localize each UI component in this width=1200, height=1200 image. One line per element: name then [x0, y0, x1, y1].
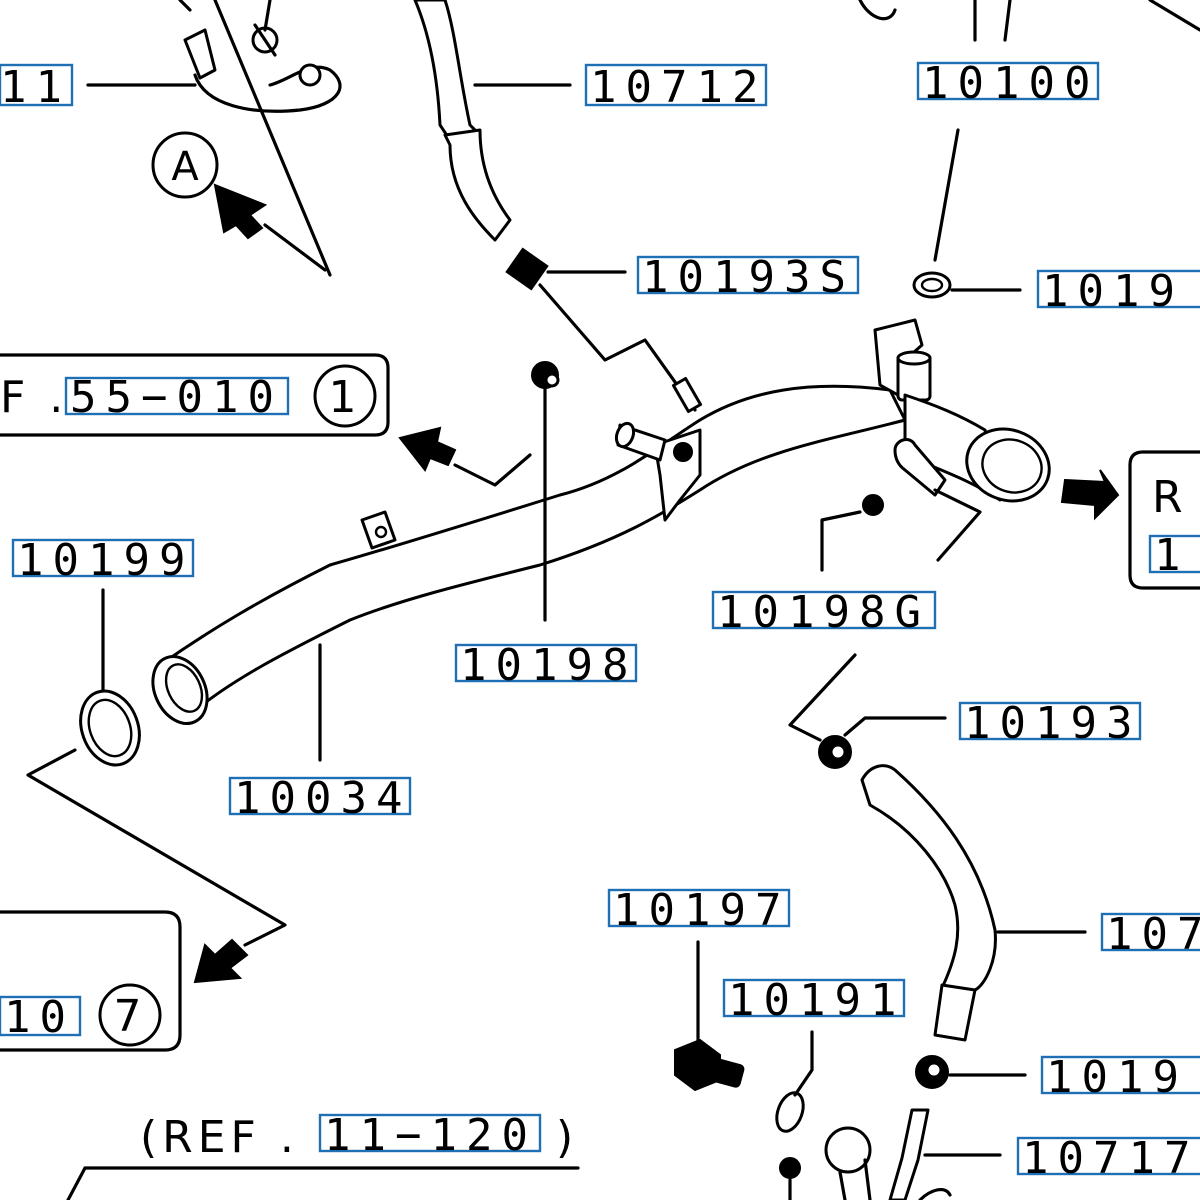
part-number-10191: 10191 — [728, 975, 905, 1026]
ref-55-number: 55−010 — [70, 372, 283, 423]
label-10193[interactable]: 10193 — [958, 698, 1142, 749]
hose-107-lower — [860, 764, 1087, 1042]
right-ref-letters: R — [1152, 472, 1188, 523]
part-number-10717: 10717 — [1022, 1133, 1199, 1184]
label-10198[interactable]: 10198 — [454, 640, 638, 691]
right-ref-frame[interactable]: R 1 — [1128, 450, 1200, 590]
top-right-parts — [858, 0, 1200, 262]
label-10100[interactable]: 10100 — [916, 58, 1100, 109]
label-10191[interactable]: 10191 — [722, 975, 906, 1026]
callout-a: A — [151, 131, 327, 272]
label-10197[interactable]: 10197 — [607, 885, 791, 936]
label-10712[interactable]: 10712 — [584, 62, 768, 113]
ref-10-circle-number: 7 — [114, 991, 147, 1042]
ref-55-010-frame[interactable]: F . 55−010 1 — [0, 353, 390, 437]
arrow-ref-55 — [398, 426, 532, 487]
clamp-1019x — [915, 1055, 1027, 1089]
label-10199[interactable]: 10199 — [11, 535, 195, 586]
part-number-107: 107 — [1106, 909, 1200, 960]
hose-10712 — [413, 0, 572, 242]
ref-10-number: 10 — [4, 992, 75, 1043]
ref-11-open: (REF . — [140, 1112, 299, 1163]
pipe-10717 — [888, 1108, 1002, 1200]
label-10198g[interactable]: 10198G — [711, 587, 937, 638]
bolt-10198 — [531, 361, 560, 622]
ref-11-number: 11−120 — [324, 1110, 537, 1161]
part-number-10193: 10193 — [964, 698, 1141, 749]
clamp-10193s — [505, 247, 703, 413]
part-number-10193s: 10193S — [642, 252, 855, 303]
part-number-10034: 10034 — [234, 773, 411, 824]
washer-10191 — [775, 1030, 872, 1200]
part-number-1019-top: 1019 — [1042, 266, 1184, 317]
callout-a-letter: A — [171, 144, 199, 190]
right-ref-number: 1 — [1154, 530, 1190, 581]
ref-11-close: ) — [556, 1112, 578, 1163]
label-10193s[interactable]: 10193S — [636, 252, 860, 303]
part-number-10198g: 10198G — [717, 587, 930, 638]
part-number-10712: 10712 — [590, 62, 767, 113]
arrow-ref-10 — [193, 938, 249, 984]
oring-10199-top — [912, 271, 1022, 299]
arrow-right-ref — [1060, 469, 1120, 521]
main-pipe-10034 — [151, 318, 1051, 762]
label-107-lower[interactable]: 107 — [1100, 909, 1200, 960]
part-number-10198: 10198 — [460, 640, 637, 691]
ref-10-frame[interactable]: 10 7 — [0, 910, 182, 1052]
ref-55-circle-number: 1 — [329, 372, 362, 423]
bolt-10198g — [788, 488, 982, 742]
label-10711[interactable]: 11 — [0, 62, 197, 113]
oring-10199-left — [26, 588, 287, 947]
part-number-10100: 10100 — [922, 58, 1099, 109]
label-10199-top[interactable]: 1019 — [1036, 266, 1200, 317]
clamp-10193 — [818, 716, 947, 769]
label-1019x[interactable]: 1019 — [1040, 1052, 1200, 1103]
bolt-10197 — [674, 940, 745, 1092]
ref-55-prefix: F . — [0, 372, 68, 423]
ref-11-120[interactable]: (REF . 11−120 ) — [66, 1110, 580, 1200]
label-10034[interactable]: 10034 — [228, 773, 412, 824]
top-left-assembly — [178, 0, 342, 277]
part-number-1019: 1019 — [1046, 1052, 1188, 1103]
part-number-10199: 10199 — [17, 535, 194, 586]
label-10717[interactable]: 10717 — [1016, 1133, 1200, 1184]
part-number-10197: 10197 — [613, 885, 790, 936]
part-number-11: 11 — [0, 62, 71, 113]
